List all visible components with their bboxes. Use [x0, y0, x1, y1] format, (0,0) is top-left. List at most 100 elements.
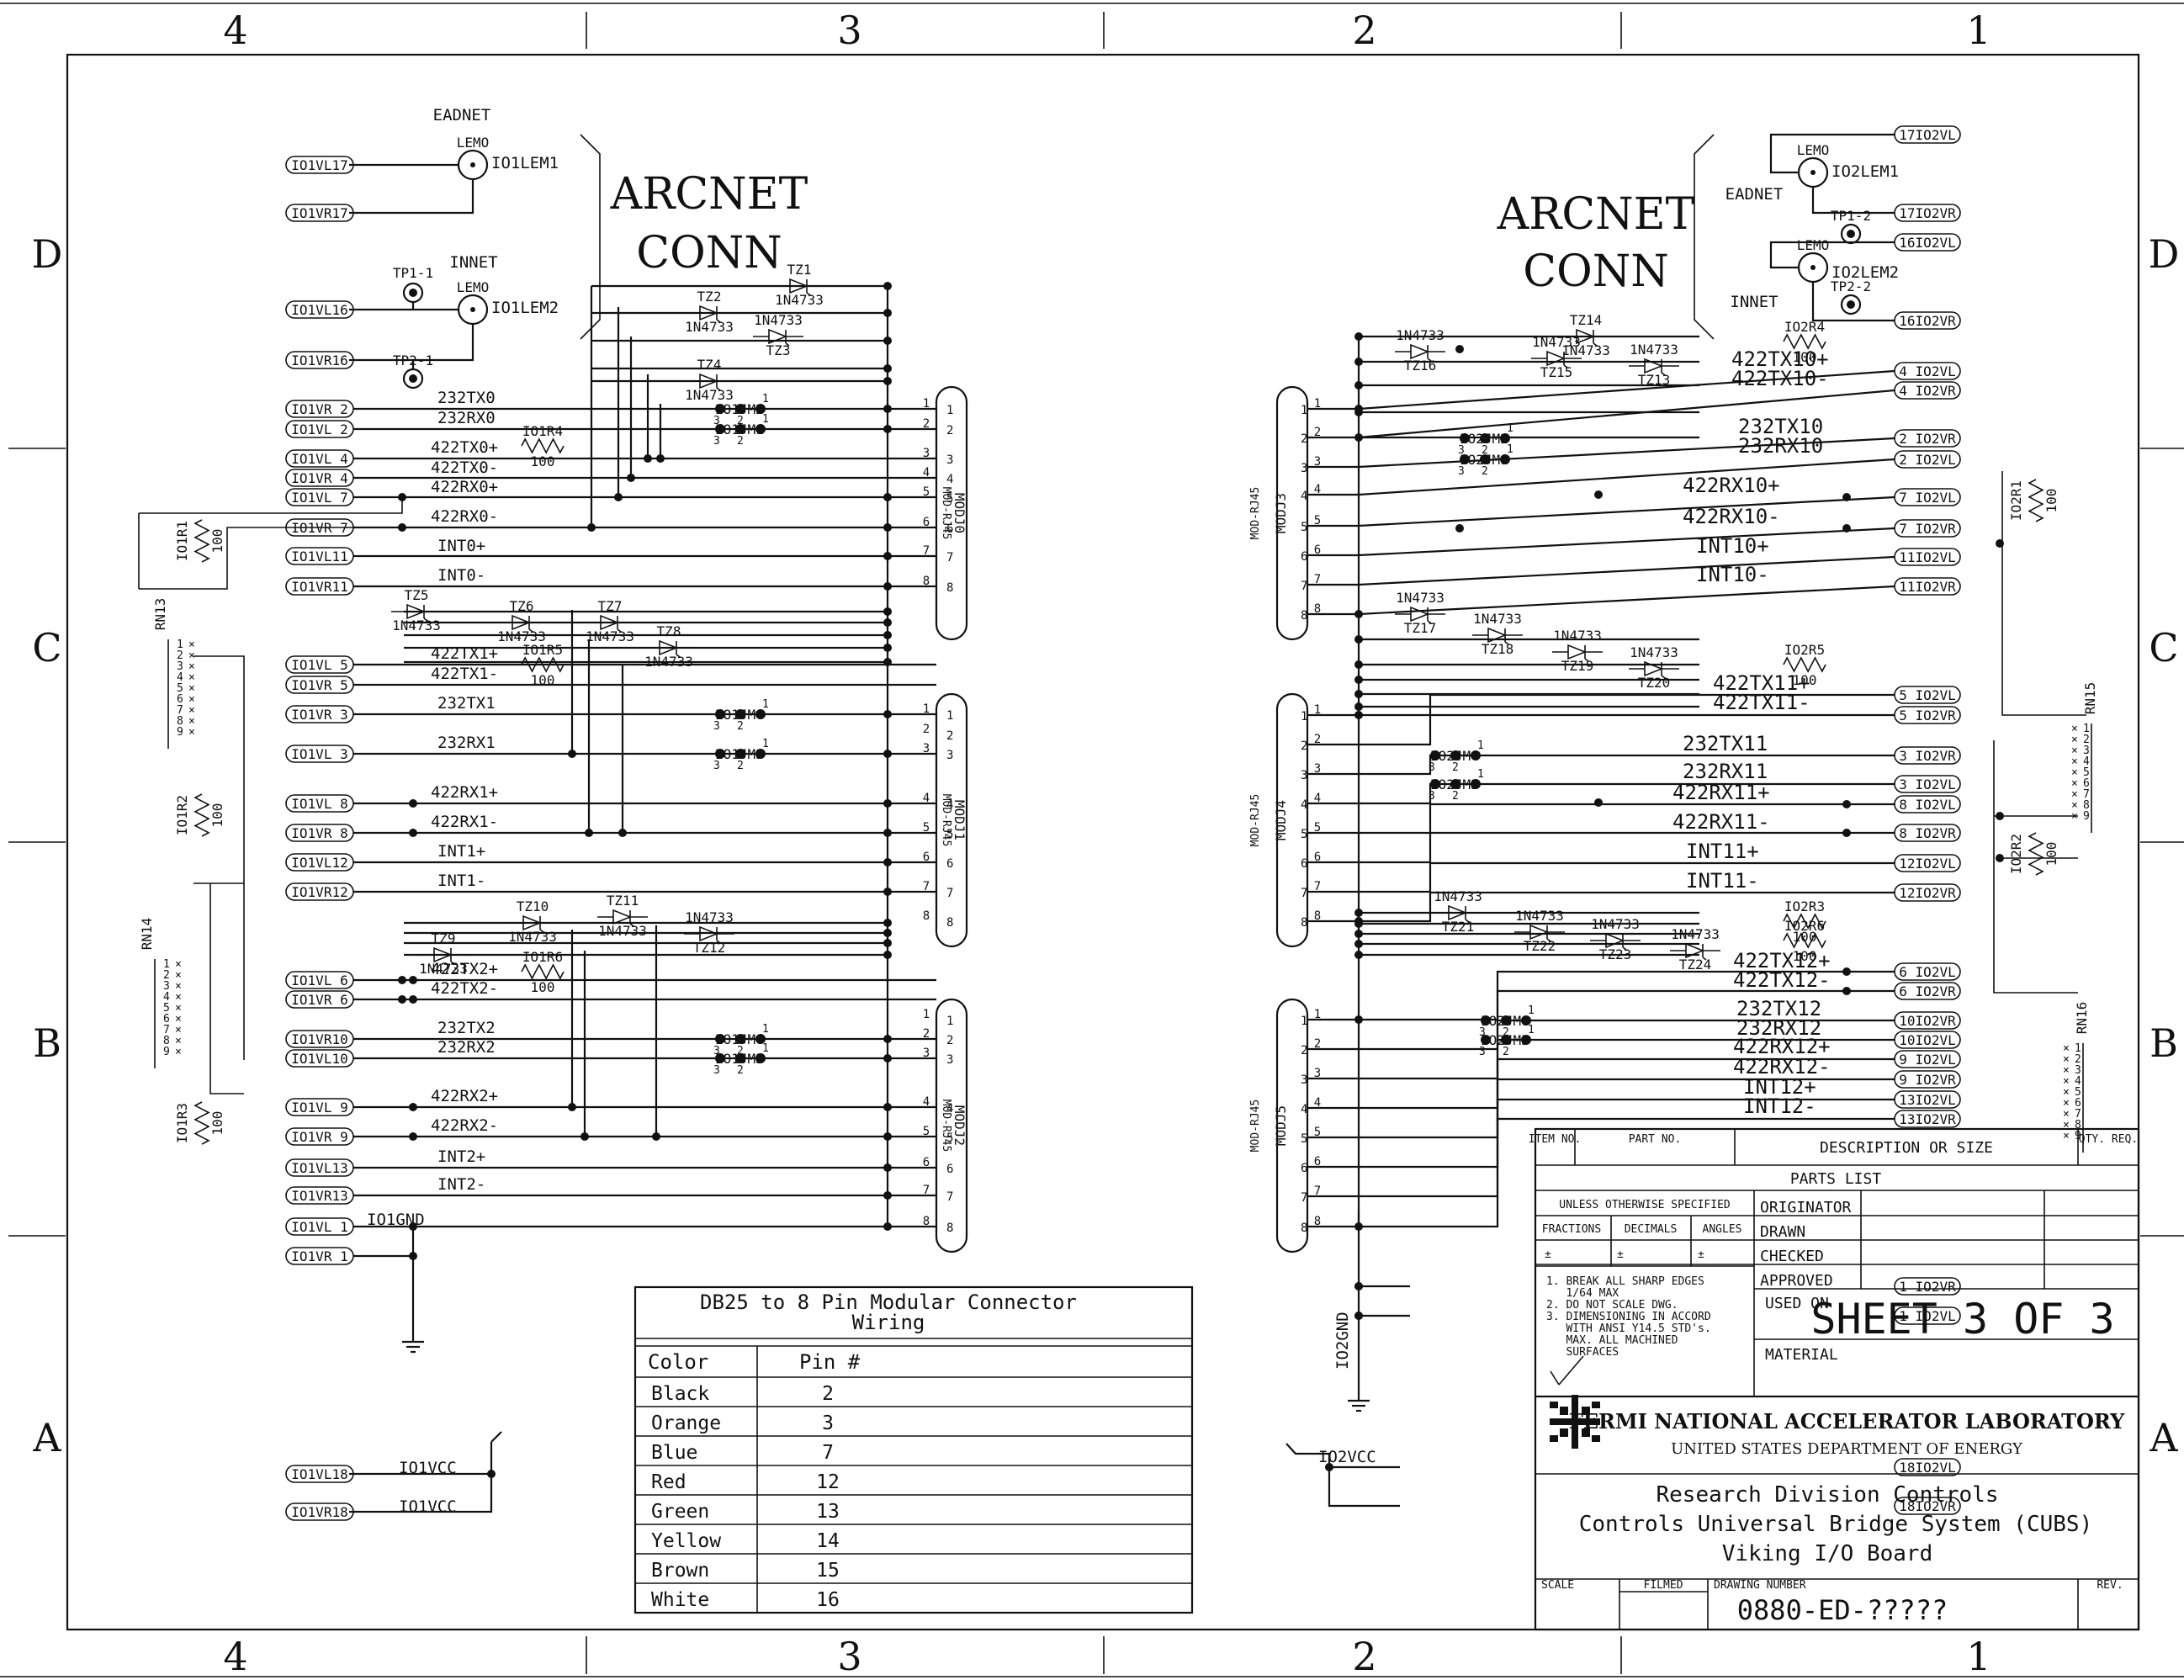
zener-part-tz14: 1N4733: [1561, 342, 1610, 358]
wiring-table-frame: [633, 1285, 1194, 1614]
svg-text:×: ×: [2063, 1042, 2070, 1055]
zener-label-tz19: TZ19: [1561, 658, 1594, 674]
port-5io2vr: 5 IO2VR: [1899, 708, 1956, 723]
rev-label: REV.: [2097, 1579, 2123, 1592]
zener-part-tz7: 1N4733: [586, 628, 634, 644]
svg-text:1: 1: [762, 698, 769, 711]
zener-part-tz10: 1N4733: [508, 929, 557, 945]
svg-text:7: 7: [946, 1190, 953, 1204]
wiring-color-white: White: [651, 1589, 709, 1611]
svg-text:6: 6: [2075, 1097, 2081, 1110]
modj3-type: MOD-RJ45: [1249, 487, 1262, 540]
jumper-label-io1jm3: IO1JM3: [715, 746, 764, 762]
svg-text:1: 1: [1314, 1008, 1321, 1021]
port-16io2vr-outline: [1894, 311, 1961, 330]
svg-text:4: 4: [1301, 1103, 1307, 1116]
svg-text:1: 1: [177, 639, 183, 651]
port-10io2vr-outline: [1894, 1011, 1961, 1030]
jumper-label-io1jm1: IO1JM1: [715, 421, 764, 437]
port-18io2vr-outline: [1894, 1497, 1961, 1515]
signal-232tx1: 232TX1: [437, 694, 496, 713]
zener-part-tz24: 1N4733: [1671, 926, 1720, 942]
svg-text:×: ×: [175, 1035, 182, 1047]
port-io1vl8-outline: [285, 794, 354, 813]
port-11io2vl: 11IO2VL: [1899, 549, 1955, 565]
svg-text:2: 2: [946, 424, 953, 437]
port-io1vl12-outline: [285, 853, 354, 872]
wiring-pin-red: 12: [816, 1471, 840, 1493]
wiring-table-title-1: DB25 to 8 Pin Modular Connector: [700, 1290, 1077, 1314]
wiring-color-yellow: Yellow: [651, 1530, 721, 1552]
zone-right-d: D: [2149, 231, 2180, 277]
svg-text:×: ×: [2071, 799, 2078, 812]
port-3io2vr-outline: [1894, 746, 1961, 765]
zener-label-tz13: TZ13: [1638, 372, 1671, 388]
port-4io2vl-outline: [1894, 362, 1961, 380]
arcnet-right-conn: CONN: [1523, 246, 1668, 297]
svg-text:6: 6: [1301, 857, 1307, 871]
zener-part-tz4: 1N4733: [685, 387, 734, 403]
zener-label-tz7: TZ7: [598, 598, 623, 614]
zener-part-tz2: 1N4733: [685, 319, 734, 335]
svg-text:2: 2: [1301, 1044, 1307, 1057]
svg-text:3: 3: [163, 980, 170, 993]
svg-text:8: 8: [923, 1215, 930, 1228]
resistor-value-io1r2: 100: [209, 803, 225, 828]
lab-name: FERMI NATIONAL ACCELERATOR LABORATORY: [1569, 1409, 2125, 1434]
port-io1vr5-outline: [285, 676, 354, 694]
svg-text:2: 2: [737, 760, 744, 772]
zone-right-c: C: [2149, 625, 2178, 670]
port-io1vl10-outline: [285, 1049, 354, 1068]
svg-text:4: 4: [923, 1095, 930, 1109]
lemo-label-4: LEMO: [1797, 237, 1830, 253]
modj5-body: [1275, 998, 1309, 1253]
svg-text:8: 8: [177, 715, 183, 728]
port-13io2vl-outline: [1894, 1090, 1961, 1109]
svg-text:5: 5: [2075, 1086, 2081, 1099]
svg-text:2: 2: [1482, 444, 1488, 457]
wiring-color-red: Red: [651, 1471, 686, 1493]
lemo-label-1: LEMO: [457, 135, 490, 151]
svg-text:1: 1: [1477, 768, 1484, 781]
left-power: IO1GND IO1VCC IO1VCC: [349, 1211, 502, 1516]
svg-text:×: ×: [2063, 1119, 2070, 1131]
port-6io2vl: 6 IO2VL: [1899, 964, 1955, 980]
port-6io2vr: 6 IO2VR: [1899, 983, 1956, 999]
svg-text:8: 8: [946, 916, 953, 930]
svg-text:×: ×: [2063, 1086, 2070, 1099]
zone-bottom-4: 4: [223, 1634, 247, 1679]
filmed-label: FILMED: [1644, 1579, 1683, 1592]
pm-fractions: ±: [1545, 1248, 1551, 1261]
parts-list-label: PARTS LIST: [1790, 1170, 1882, 1188]
modj4: MODJ4: [1273, 800, 1289, 840]
svg-text:7: 7: [1314, 880, 1321, 893]
zener-part-tz23: 1N4733: [1591, 916, 1640, 932]
zener-label-tz6: TZ6: [510, 598, 534, 614]
resistor-value-io1r1: 100: [209, 529, 225, 554]
zener-part-tz3: 1N4733: [754, 312, 803, 328]
zone-bottom-2: 2: [1352, 1634, 1376, 1679]
svg-text:4: 4: [923, 466, 930, 480]
svg-text:4: 4: [946, 798, 953, 812]
zener-part-tz13: 1N4733: [1630, 342, 1678, 358]
port-16io2vl-outline: [1894, 233, 1961, 252]
signal-232tx12: 232TX12: [1736, 997, 1821, 1020]
svg-text:×: ×: [2071, 734, 2078, 746]
svg-text:1: 1: [762, 393, 769, 405]
wiring-pin-yellow: 14: [816, 1530, 840, 1552]
svg-text:5: 5: [163, 1002, 170, 1015]
svg-text:×: ×: [175, 1024, 182, 1036]
zener-label-tz10: TZ10: [517, 898, 549, 914]
rn-label-rn16: RN16: [2074, 1002, 2090, 1035]
svg-text:1: 1: [762, 1042, 769, 1055]
signal-422tx12n: 422TX12-: [1733, 968, 1831, 992]
svg-text:4: 4: [1314, 483, 1321, 496]
